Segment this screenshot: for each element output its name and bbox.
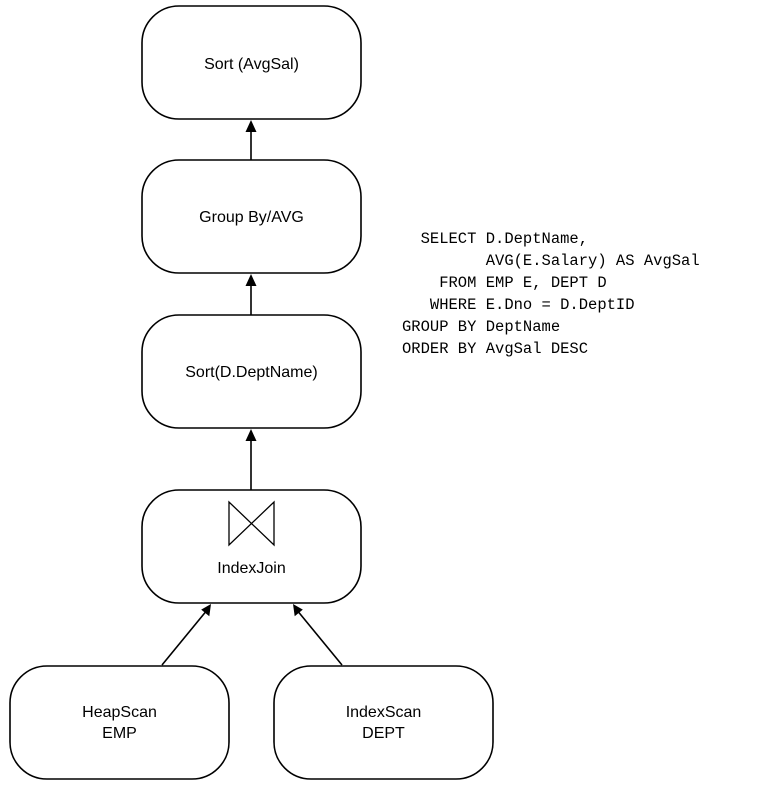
arrowhead (293, 604, 303, 617)
sql-line: AVG(E.Salary) AS AvgSal (402, 252, 700, 270)
node-sort-avgsal-label: Sort (AvgSal) (204, 56, 299, 73)
sql-line: WHERE E.Dno = D.DeptID (402, 296, 635, 314)
arrowhead (245, 120, 257, 132)
arrowhead (245, 429, 257, 441)
sql-line: ORDER BY AvgSal DESC (402, 340, 589, 358)
bowtie-join-icon (228, 500, 275, 547)
arrowhead (201, 604, 211, 617)
edge-indexscan-to-join (297, 611, 343, 666)
node-indexscan-table: DEPT (362, 725, 405, 742)
node-group-by-avg: Group By/AVG (141, 159, 362, 274)
sql-query: SELECT D.DeptName, AVG(E.Salary) AS AvgS… (402, 228, 700, 360)
node-index-join-label: IndexJoin (217, 560, 286, 577)
node-sort-deptname-label: Sort(D.DeptName) (185, 364, 317, 381)
node-indexscan-dept: IndexScan DEPT (273, 665, 494, 780)
node-heapscan-table: EMP (102, 725, 137, 742)
node-heapscan-label: HeapScan (82, 704, 157, 721)
sql-line: FROM EMP E, DEPT D (402, 274, 607, 292)
sql-line: GROUP BY DeptName (402, 318, 561, 336)
arrowhead (245, 274, 257, 286)
node-sort-deptname: Sort(D.DeptName) (141, 314, 362, 429)
edge-heapscan-to-join (161, 611, 207, 666)
node-index-join: IndexJoin (141, 489, 362, 604)
node-indexscan-label: IndexScan (346, 704, 422, 721)
node-heapscan-emp: HeapScan EMP (9, 665, 230, 780)
node-group-by-label: Group By/AVG (199, 209, 304, 226)
sql-line: SELECT D.DeptName, (402, 230, 589, 248)
node-sort-avgsal: Sort (AvgSal) (141, 5, 362, 120)
